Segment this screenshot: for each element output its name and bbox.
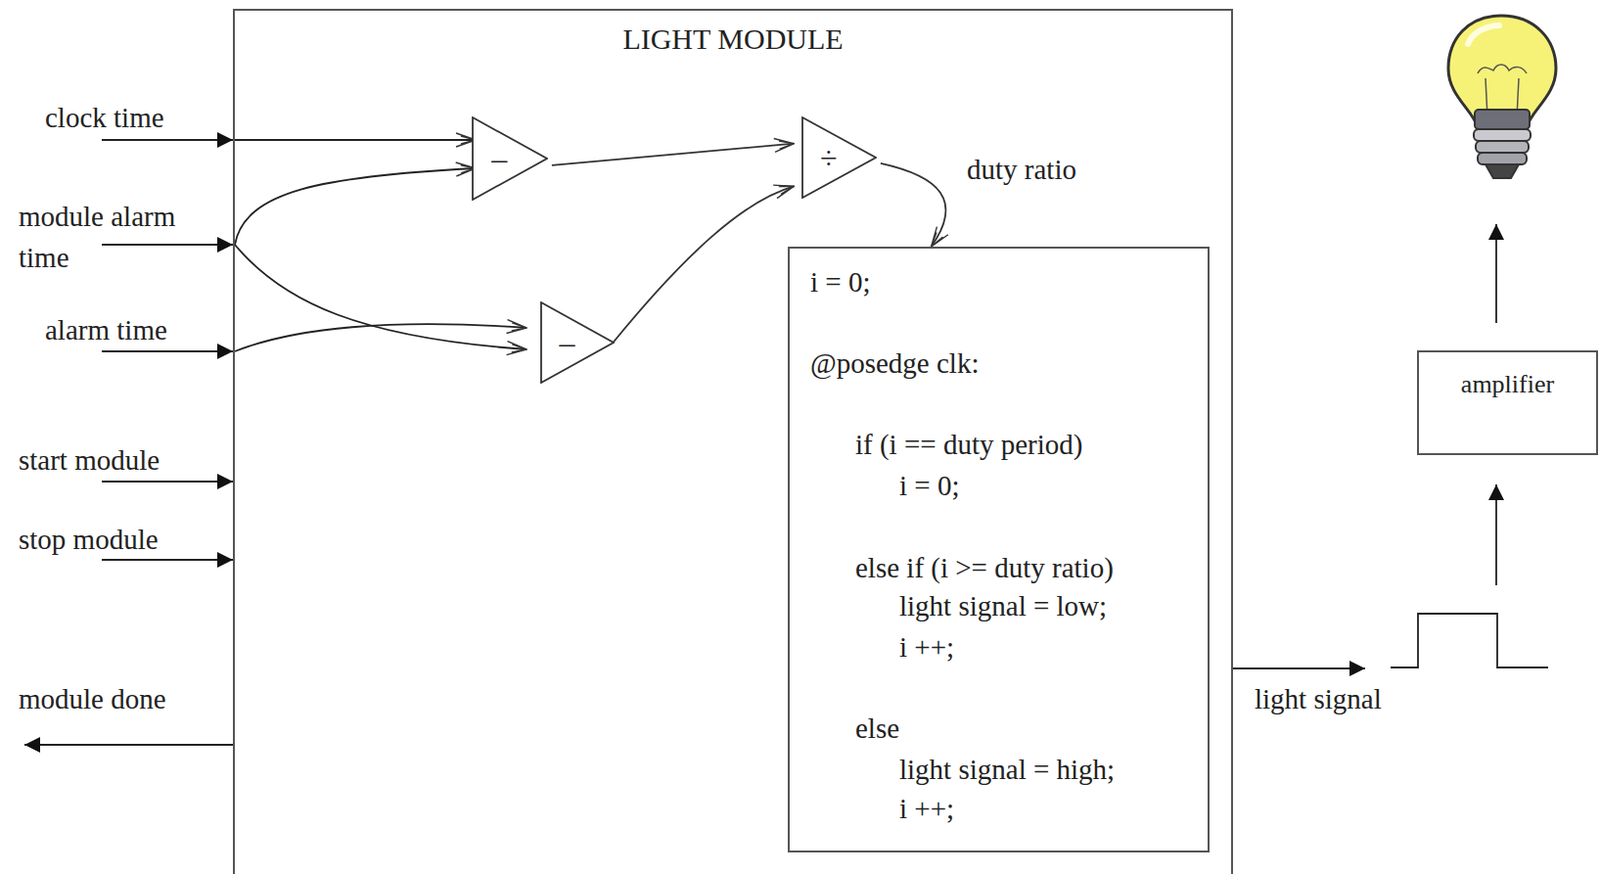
light-bulb [1448,15,1556,179]
wire [234,244,527,350]
triangle-outline [471,116,549,201]
signal-name: stop module [18,519,159,559]
pulse-waveform [1390,613,1549,668]
code-line: @posedge clk: [810,346,979,380]
signal-arrow [1495,224,1498,323]
input-arrow [101,350,233,353]
wire [234,323,527,352]
connector [551,143,794,166]
code-box: i = 0; @posedge clk: if (i == duty period)… [787,246,1210,853]
module-box: LIGHT MODULE – ÷ – i = 0; @posedge clk: if (i … [232,8,1234,874]
connector [612,185,794,343]
signal-name: alarm time [45,310,168,350]
code-line: else [855,711,900,745]
code-line: if (i == duty period) [855,427,1083,461]
divider-symbol: ÷ [801,116,877,199]
subtractor-symbol: – [471,116,549,201]
signal-name: start module [18,440,160,480]
edge-label: duty ratio [963,149,1080,189]
signal-name: module done [18,679,167,719]
operator-symbol: – [475,139,523,178]
signal-arrow [1495,484,1498,586]
triangle-outline [540,301,615,384]
input-arrow [101,480,233,483]
subtractor-symbol: – [540,301,615,384]
output-arrow [1233,667,1366,670]
signal-name: module alarm time [18,195,215,278]
amplifier-box: amplifier [1417,350,1599,456]
code-line: light signal = low; [899,589,1107,623]
input-arrow [101,558,233,561]
module-title: LIGHT MODULE [234,22,1232,56]
code-line: i = 0; [810,265,870,299]
input-arrow [101,138,233,141]
operator-symbol: ÷ [805,138,853,177]
code-line: i ++; [899,791,955,825]
code-line: i ++; [899,630,955,664]
wire [234,168,476,245]
box-label: amplifier [1418,367,1597,402]
code-line: else if (i >= duty ratio) [855,550,1114,585]
triangle-outline [801,116,877,199]
code-line: light signal = high; [899,752,1115,786]
code-line: i = 0; [899,468,960,503]
wire [232,138,476,141]
output-arrow [24,743,235,746]
connector [880,163,947,247]
operator-symbol: – [544,323,591,362]
input-arrow [101,243,233,246]
signal-name: light signal [1254,679,1382,719]
signal-name: clock time [45,97,165,138]
